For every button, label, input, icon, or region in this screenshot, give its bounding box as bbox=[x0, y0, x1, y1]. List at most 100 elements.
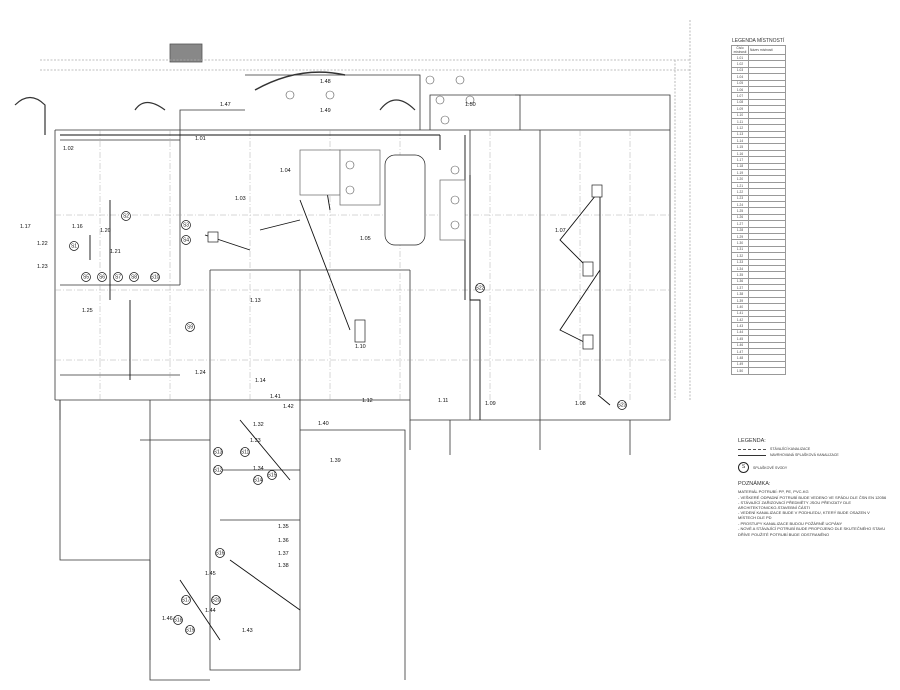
room-label: 1.40 bbox=[318, 421, 329, 427]
legend-row: 1.08 bbox=[731, 98, 786, 107]
room-name bbox=[748, 60, 786, 68]
riser-marker: S6 bbox=[97, 272, 107, 282]
room-label: 1.05 bbox=[360, 236, 371, 242]
svg-text:S15: S15 bbox=[268, 473, 277, 479]
room-label: 1.49 bbox=[320, 108, 331, 114]
room-name bbox=[748, 117, 786, 126]
room-label: 1.04 bbox=[280, 168, 291, 174]
room-name bbox=[748, 335, 786, 343]
room-label: 1.03 bbox=[235, 196, 246, 202]
table-furniture bbox=[465, 95, 475, 105]
room-name bbox=[748, 252, 786, 260]
room-label: 1.11 bbox=[438, 398, 448, 404]
svg-text:S14: S14 bbox=[254, 478, 263, 484]
table-furniture bbox=[285, 90, 295, 100]
svg-text:S5: S5 bbox=[83, 275, 89, 281]
table-furniture bbox=[425, 75, 435, 85]
room-name bbox=[748, 309, 786, 318]
riser-marker: S11 bbox=[240, 447, 250, 457]
notes-panel: LEGENDA: STÁVAJÍCÍ KANALIZACE NAVRHOVANÁ… bbox=[738, 438, 888, 538]
room-name bbox=[748, 264, 786, 273]
room-label: 1.10 bbox=[355, 344, 366, 350]
legend-row: 1.06 bbox=[731, 85, 786, 94]
riser-marker: S12 bbox=[213, 465, 223, 475]
room-label: 1.24 bbox=[195, 370, 206, 376]
legend-row: 1.47 bbox=[731, 347, 786, 356]
table-furniture bbox=[450, 220, 460, 230]
room-name bbox=[748, 258, 786, 266]
table-furniture bbox=[345, 160, 355, 170]
room-label: 1.17 bbox=[20, 224, 31, 230]
room-label: 1.23 bbox=[37, 264, 48, 270]
legend-row: 1.33 bbox=[731, 258, 786, 266]
riser-marker: S9 bbox=[185, 322, 195, 332]
room-label: 1.35 bbox=[278, 524, 289, 530]
room-label: 1.12 bbox=[362, 398, 373, 404]
note-line: MATERIÁL POTRUBÍ: PP, PE, PVC-KG bbox=[738, 489, 809, 494]
riser-marker: S23 bbox=[617, 400, 627, 410]
riser-marker: S5 bbox=[81, 272, 91, 282]
room-label: 1.36 bbox=[278, 538, 289, 544]
legend-row: 1.11 bbox=[731, 117, 786, 126]
notes-title: POZNÁMKA: bbox=[738, 481, 771, 487]
riser-marker: S7 bbox=[113, 272, 123, 282]
svg-text:S13: S13 bbox=[214, 450, 223, 456]
room-label: 1.43 bbox=[242, 628, 253, 634]
room-name bbox=[748, 284, 786, 292]
room-label: 1.41 bbox=[270, 394, 281, 400]
svg-text:S4: S4 bbox=[183, 238, 189, 244]
table-furniture bbox=[435, 95, 445, 105]
legend-row: 1.04 bbox=[731, 73, 786, 81]
legend-row: 1.37 bbox=[731, 284, 786, 292]
room-label: 1.01 bbox=[195, 136, 206, 142]
riser-marker: S20 bbox=[211, 595, 221, 605]
svg-text:S6: S6 bbox=[99, 275, 105, 281]
room-label: 1.48 bbox=[320, 79, 331, 85]
svg-text:S10: S10 bbox=[151, 275, 160, 281]
riser-marker: S1 bbox=[69, 241, 79, 251]
proposed-line-sample bbox=[738, 454, 766, 456]
room-number: 1.50 bbox=[731, 367, 749, 375]
header-name: Název místnosti bbox=[748, 45, 786, 55]
room-label: 1.32 bbox=[253, 422, 264, 428]
room-name bbox=[748, 79, 786, 87]
svg-text:S8: S8 bbox=[131, 275, 137, 281]
room-legend-title: LEGENDA MÍSTNOSTÍ bbox=[732, 38, 785, 44]
legend-row: 1.45 bbox=[731, 335, 786, 343]
room-label: 1.39 bbox=[330, 458, 341, 464]
header-number: Číslo místnosti bbox=[731, 45, 749, 55]
legend-item: SPLAŠKOVÉ SVODY bbox=[753, 465, 788, 470]
note-line: - STÁVAJÍCÍ ZAŘIZOVACÍ PŘEDMĚTY JSOU PŘE… bbox=[738, 500, 851, 510]
room-name bbox=[748, 303, 786, 311]
legend-title: LEGENDA: bbox=[738, 438, 766, 444]
room-name bbox=[748, 296, 786, 305]
room-name bbox=[748, 66, 786, 75]
table-furniture bbox=[455, 75, 465, 85]
note-line: - VEŠKERÉ ODPADNÍ POTRUBÍ BUDE VEDENO VE… bbox=[738, 494, 887, 500]
legend-row: 1.38 bbox=[731, 290, 786, 298]
legend-row: 1.41 bbox=[731, 309, 786, 318]
svg-text:S3: S3 bbox=[183, 223, 189, 229]
note-line: - NOVÉ A STÁVAJÍCÍ POTRUBÍ BUDE PROPOJEN… bbox=[738, 526, 886, 532]
legend-item: STÁVAJÍCÍ KANALIZACE bbox=[770, 447, 811, 451]
legend-row: 1.42 bbox=[731, 315, 786, 324]
room-label: 1.47 bbox=[220, 102, 231, 108]
svg-text:S2: S2 bbox=[123, 214, 129, 220]
room-label: 1.22 bbox=[37, 241, 48, 247]
table-furniture bbox=[450, 195, 460, 205]
riser-marker: S8 bbox=[129, 272, 139, 282]
room-name bbox=[748, 341, 786, 350]
riser-marker: S17 bbox=[181, 595, 191, 605]
legend-row: 1.44 bbox=[731, 328, 786, 337]
room-label: 1.34 bbox=[253, 466, 264, 472]
legend-row: 1.39 bbox=[731, 296, 786, 305]
riser-marker: S2 bbox=[121, 211, 131, 221]
room-name bbox=[748, 328, 786, 337]
room-label: 1.50 bbox=[465, 102, 476, 108]
riser-marker: S19 bbox=[185, 625, 195, 635]
room-label: 1.21 bbox=[110, 249, 121, 255]
svg-text:S9: S9 bbox=[187, 325, 193, 331]
room-name bbox=[748, 360, 786, 369]
room-label: 1.37 bbox=[278, 551, 289, 557]
